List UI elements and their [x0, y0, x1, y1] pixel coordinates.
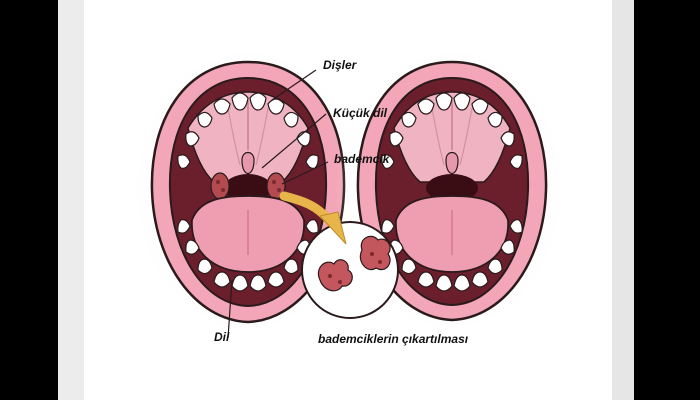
- tonsil-tissue-icon: [302, 222, 398, 318]
- label-uvula: Küçük dil: [333, 106, 387, 120]
- uvula-left: [242, 153, 254, 174]
- uvula-right: [446, 153, 458, 174]
- removed-tonsil-1: [318, 260, 352, 291]
- removed-tonsil-2: [360, 236, 390, 269]
- tonsil-left-1: [211, 173, 229, 199]
- label-removal: bademciklerin çıkartılması: [318, 332, 468, 346]
- label-teeth: Dişler: [323, 58, 356, 72]
- label-tonsil: bademcik: [334, 152, 389, 166]
- label-tongue: Dil: [214, 330, 229, 344]
